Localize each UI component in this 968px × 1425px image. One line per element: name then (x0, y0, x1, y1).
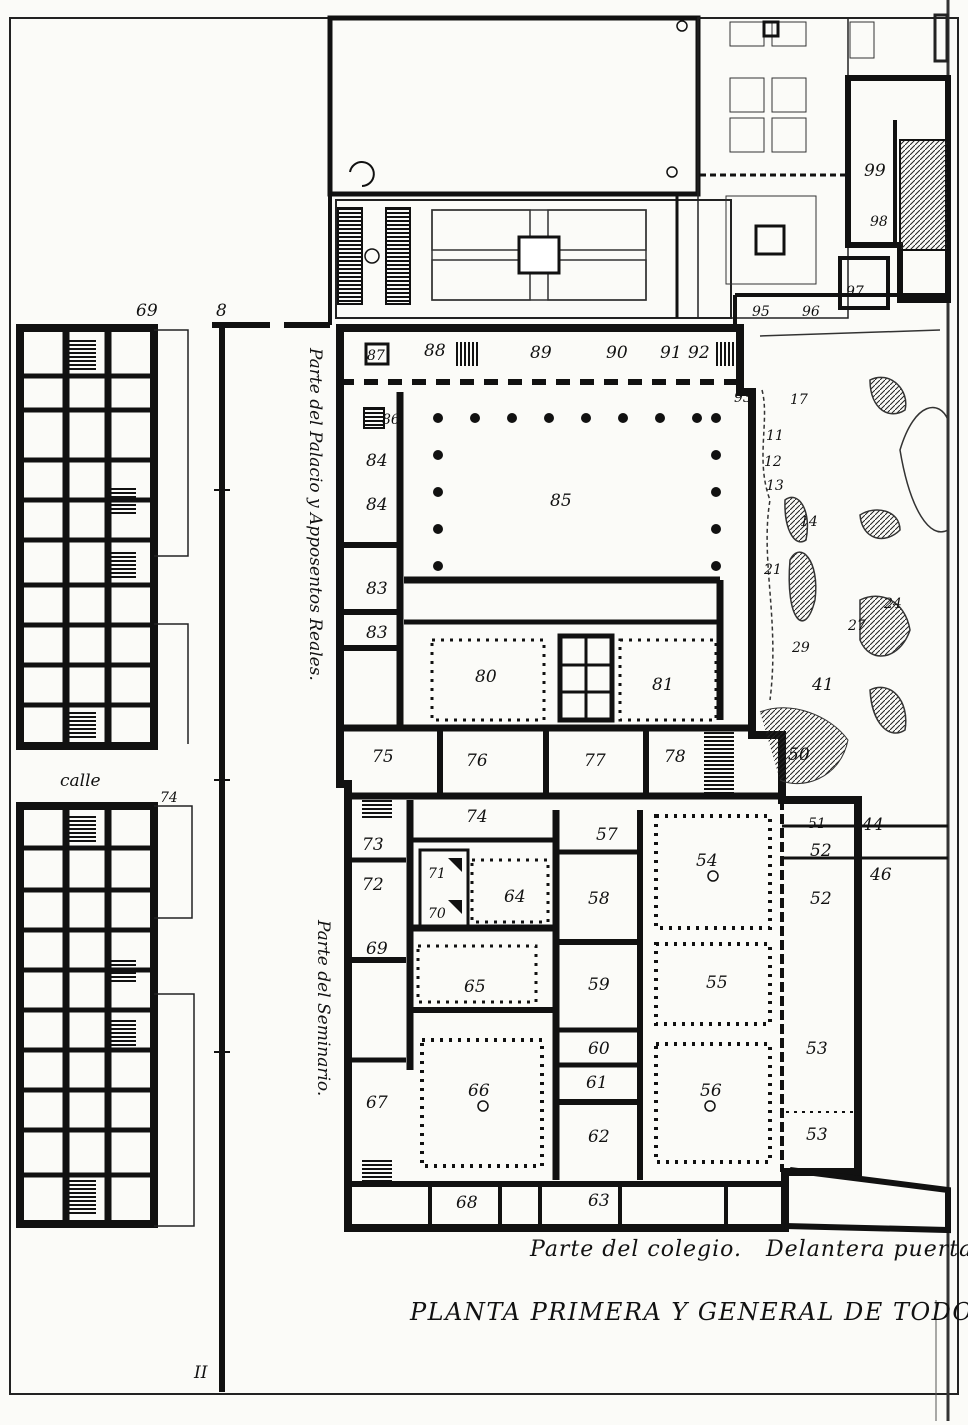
room-numbers: 69 8 87 88 89 90 91 92 86 84 84 85 83 83… (136, 161, 902, 1383)
room-number: 96 (802, 304, 820, 320)
room-number: 60 (588, 1039, 610, 1059)
room-number: 87 (367, 348, 385, 364)
room-number: 51 (808, 816, 826, 832)
room-number: 69 (136, 301, 158, 321)
room-number: 90 (606, 343, 628, 363)
room-number: 70 (428, 906, 446, 922)
room-number: 88 (424, 341, 446, 361)
room-number: 13 (766, 478, 784, 494)
room-number: 71 (428, 866, 446, 882)
room-number: 52 (810, 841, 832, 861)
room-number: 62 (588, 1127, 610, 1147)
room-number: 92 (688, 343, 710, 363)
room-number: 11 (766, 428, 784, 444)
room-number: 57 (596, 825, 618, 845)
room-number: 54 (696, 851, 718, 871)
label-delantera: Delantera puerta (765, 1237, 968, 1262)
room-number: 83 (366, 623, 388, 643)
building-99 (733, 75, 951, 328)
room-number: 53 (806, 1125, 828, 1145)
room-number: 99 (864, 161, 886, 181)
room-number: 73 (362, 835, 384, 855)
room-number: 98 (870, 214, 888, 230)
room-number: 97 (846, 284, 864, 300)
room-number: 14 (800, 514, 818, 530)
room-number: 83 (366, 579, 388, 599)
label-seminario: Parte del Seminario. (313, 919, 333, 1096)
room-number: 95 (752, 304, 770, 320)
room-number: 74 (466, 807, 488, 827)
room-number: 46 (869, 865, 892, 885)
room-number: II (193, 1363, 208, 1383)
room-number: 91 (660, 343, 682, 363)
room-number: 29 (791, 640, 810, 656)
room-number: 24 (883, 596, 902, 612)
room-number: 58 (588, 889, 610, 909)
room-number: 53 (806, 1039, 828, 1059)
room-number: 86 (382, 412, 400, 428)
room-number: 81 (652, 675, 674, 695)
plan-title: PLANTA PRIMERA Y GENERAL DE TODO E (409, 1298, 968, 1326)
room-number: 78 (664, 747, 686, 767)
room-number: 85 (550, 491, 572, 511)
room-number: 61 (586, 1073, 608, 1093)
west-block-lower (16, 802, 195, 1228)
room-number: 64 (504, 887, 526, 907)
east-garden (697, 13, 949, 319)
room-number: 17 (790, 392, 808, 408)
room-number: 93 (734, 390, 752, 406)
main-building (336, 324, 862, 1232)
label-calle: calle (60, 771, 101, 791)
room-number: 55 (706, 973, 728, 993)
room-number: 76 (466, 751, 488, 771)
room-number: 68 (456, 1193, 478, 1213)
room-number: 56 (700, 1081, 722, 1101)
room-number: 74 (160, 790, 178, 806)
label-palacio: Parte del Palacio y Apposentos Reales. (305, 347, 325, 681)
label-colegio: Parte del colegio. (529, 1237, 742, 1262)
room-number: 44 (861, 815, 884, 835)
room-number: 72 (362, 875, 384, 895)
room-number: 63 (588, 1191, 610, 1211)
room-number: 77 (584, 751, 606, 771)
room-number: 27 (847, 618, 866, 634)
room-number: 75 (372, 747, 394, 767)
room-number: 67 (366, 1093, 388, 1113)
room-number: 69 (366, 939, 388, 959)
room-number: 50 (788, 745, 810, 765)
room-number: 52 (810, 889, 832, 909)
room-number: 84 (366, 451, 388, 471)
west-block-upper (16, 324, 189, 750)
room-number: 65 (464, 977, 486, 997)
room-number: 84 (366, 495, 388, 515)
north-garden (327, 15, 845, 325)
room-number: 89 (530, 343, 552, 363)
room-number: 80 (475, 667, 497, 687)
street-wall (212, 322, 330, 1392)
room-number: 8 (216, 301, 227, 321)
room-number: 21 (763, 562, 782, 578)
room-number: 66 (468, 1081, 490, 1101)
east-courtyard (759, 329, 951, 1234)
room-number: 59 (588, 975, 610, 995)
room-number: 12 (764, 454, 782, 470)
room-number: 41 (811, 675, 834, 695)
